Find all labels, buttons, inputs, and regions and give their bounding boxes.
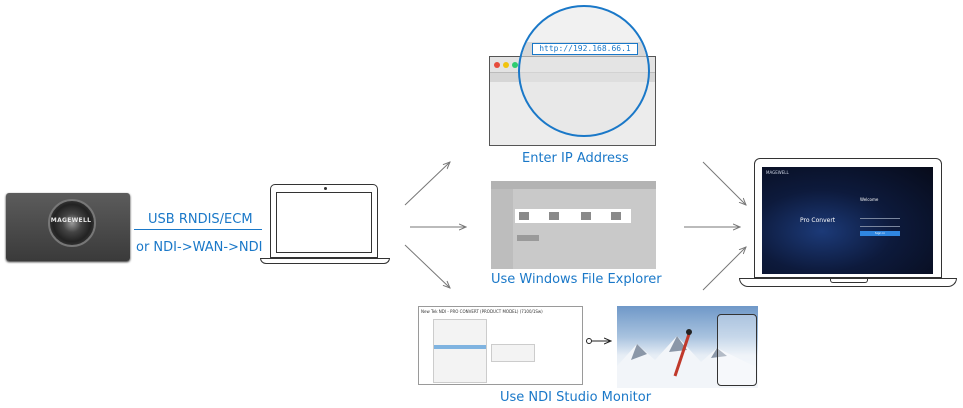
result-laptop-base [739, 278, 957, 287]
result-laptop-screen: MAGEWELL Pro Convert Welcome Sign in [754, 158, 942, 278]
webui-product: Pro Convert [800, 217, 836, 224]
method-label-ndi: Use NDI Studio Monitor [500, 390, 652, 405]
ndi-monitor-window: New Tek NDI - PRO CONVERT (PRODUCT MODEL… [418, 306, 583, 385]
ptz-control-overlay[interactable] [717, 314, 757, 386]
mountain-scene [617, 329, 758, 388]
magewell-device: MAGEWELL [6, 193, 130, 261]
arrow-to-ndi [404, 244, 450, 288]
source-laptop [258, 184, 402, 268]
laptop-screen [270, 184, 378, 258]
webui-password-field[interactable] [860, 221, 900, 227]
webui-brand: MAGEWELL [766, 170, 789, 175]
ndi-menu [433, 319, 487, 383]
minimize-dot-icon [503, 62, 509, 68]
laptop-base [260, 258, 390, 264]
ndi-preview-image [617, 306, 758, 388]
address-bar[interactable]: http://192.168.66.1 [532, 43, 638, 55]
fan-icon [48, 199, 96, 247]
ndi-submenu [491, 344, 535, 362]
connector-dot [586, 338, 592, 344]
alt-connection-label: or NDI->WAN->NDI [136, 240, 263, 255]
device-brand: MAGEWELL [50, 217, 92, 224]
result-laptop: MAGEWELL Pro Convert Welcome Sign in [737, 158, 959, 290]
maximize-dot-icon [512, 62, 518, 68]
webui-display: MAGEWELL Pro Convert Welcome Sign in [762, 167, 933, 274]
magnifier-circle [518, 5, 650, 137]
arrow-to-ip [404, 162, 450, 206]
webui-welcome: Welcome [860, 197, 879, 202]
close-dot-icon [494, 62, 500, 68]
ndi-window-title: New Tek NDI - PRO CONVERT (PRODUCT MODEL… [421, 309, 543, 314]
file-explorer-window [491, 181, 656, 269]
webui-username-field[interactable] [860, 213, 900, 219]
method-label-explorer: Use Windows File Explorer [491, 272, 662, 287]
address-url: http://192.168.66.1 [539, 44, 631, 53]
webui-signin-button[interactable]: Sign in [860, 231, 900, 236]
usb-label: USB RNDIS/ECM [148, 212, 253, 227]
method-label-ip: Enter IP Address [522, 151, 629, 166]
usb-connection-line [134, 229, 262, 230]
